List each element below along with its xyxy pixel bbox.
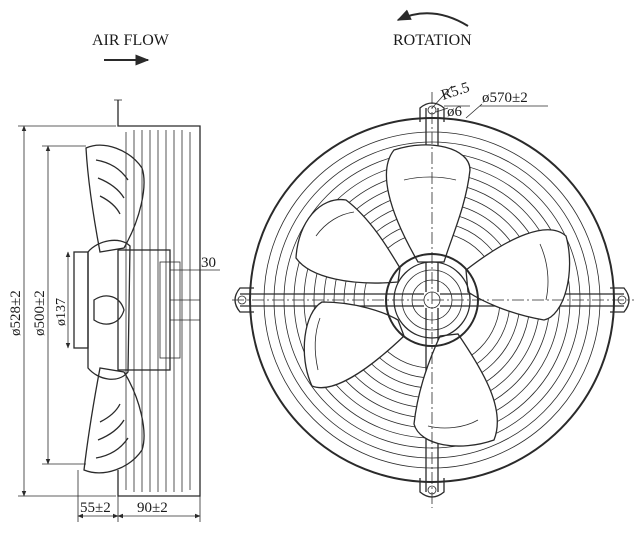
side-blades	[83, 144, 145, 474]
dim-bolt-circle: ø570±2	[482, 90, 528, 106]
dim-rear-depth: 90±2	[137, 500, 168, 516]
dim-outer-diameter: ø528±2	[8, 290, 24, 336]
air-flow-label: AIR FLOW	[92, 32, 170, 49]
dim-hole-diameter: ø6	[447, 104, 463, 120]
rotation-arrow-icon	[396, 9, 469, 27]
side-view: ø528±2 ø500±2 ø137 30 55±2 90±2	[8, 99, 220, 522]
front-view: R5.5 ø6 ø570±2	[232, 80, 634, 508]
dim-inner-diameter: ø500±2	[32, 290, 48, 336]
side-motor	[117, 249, 171, 371]
side-bracket	[117, 100, 201, 497]
dim-front-depth: 55±2	[80, 500, 111, 516]
blade-slots	[314, 176, 549, 429]
dim-mount-radius: R5.5	[439, 80, 471, 104]
side-grill	[125, 130, 191, 492]
fan-blades	[295, 144, 571, 447]
rotation-label: ROTATION	[393, 32, 472, 49]
dim-offset: 30	[201, 255, 216, 271]
dim-hub-diameter: ø137	[54, 298, 69, 326]
